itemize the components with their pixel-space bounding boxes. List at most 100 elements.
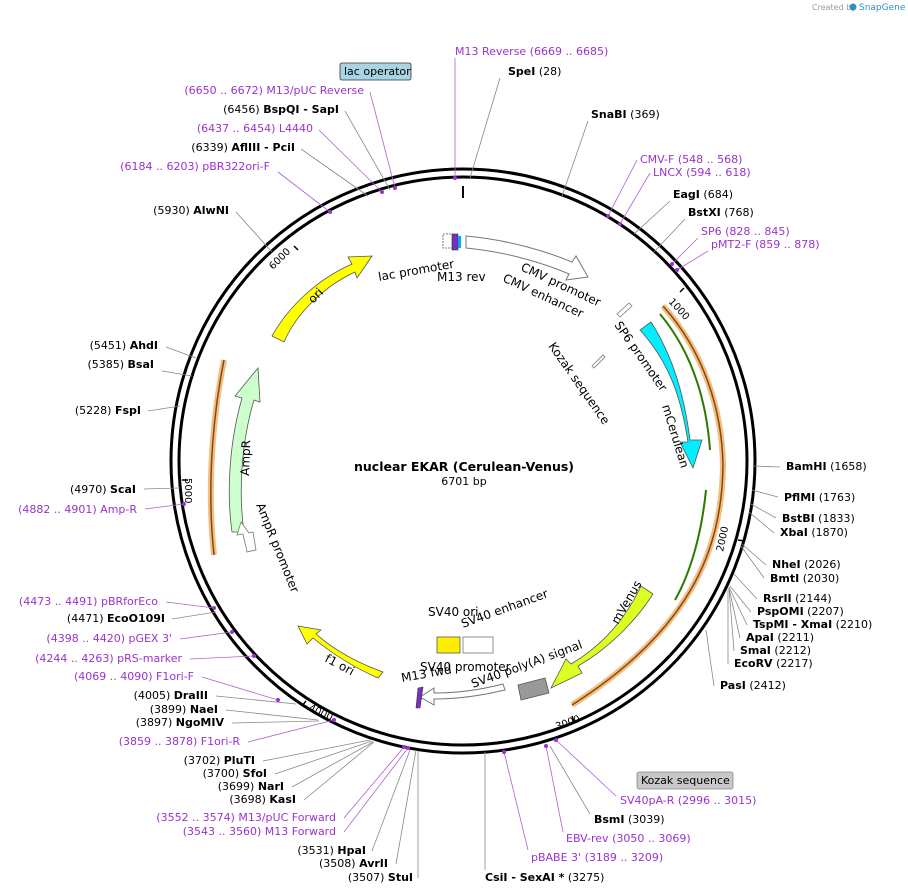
enzyme-site-label[interactable]: (3507) StuI	[348, 871, 413, 884]
sv40-promoter-label: SV40 promoter	[420, 660, 511, 674]
primer-site-label[interactable]: (3859 .. 3878) F1ori-R	[119, 735, 241, 748]
enzyme-site-label[interactable]: (3899) NaeI	[150, 703, 218, 716]
enzyme-site-label[interactable]: BstXI (768)	[688, 206, 754, 219]
site-leader-line	[291, 741, 374, 788]
enzyme-site-label[interactable]: RsrII (2144)	[763, 592, 832, 605]
enzyme-site-label[interactable]: PspOMI (2207)	[757, 605, 844, 618]
primer-site-label[interactable]: (6184 .. 6203) pBR322ori-F	[120, 160, 270, 173]
site-leader-line	[741, 543, 767, 566]
kozak-label: Kozak sequence	[546, 340, 613, 427]
m13-fwd-label: M13 fwd	[400, 662, 453, 685]
primer-site-mark	[276, 698, 280, 702]
site-leader-line	[733, 573, 758, 600]
site-leader-line	[344, 110, 391, 191]
primer-arcs	[207, 304, 727, 708]
sv40-ori-label: SV40 ori	[428, 605, 479, 619]
primer-site-mark	[406, 746, 410, 750]
kozak-mark	[591, 354, 606, 369]
site-leader-line	[728, 586, 748, 626]
kozak-callout[interactable]: Kozak sequence	[636, 771, 734, 790]
primer-site-mark	[502, 750, 506, 754]
tick-2000: 2000	[715, 525, 731, 552]
primer-site-mark	[212, 606, 216, 610]
enzyme-site-label[interactable]: ApaI (2211)	[746, 631, 814, 644]
enzyme-site-label[interactable]: (5385) BsaI	[87, 358, 154, 371]
enzyme-site-label[interactable]: BstBI (1833)	[782, 512, 855, 525]
enzyme-site-label[interactable]: CsiI - SexAI * (3275)	[485, 871, 604, 884]
enzyme-site-label[interactable]: NheI (2026)	[772, 558, 841, 571]
enzyme-site-label[interactable]: (3897) NgoMIV	[136, 716, 225, 729]
site-leader-line	[274, 740, 373, 775]
m13-fwd-mark	[415, 686, 424, 709]
primer-site-mark	[380, 190, 384, 194]
site-leader-line	[171, 611, 217, 620]
enzyme-site-label[interactable]: (6456) BspQI - SapI	[223, 103, 339, 116]
primer-site-label[interactable]: (3543 .. 3560) M13 Forward	[183, 825, 336, 838]
enzyme-site-label[interactable]: (3698) KasI	[229, 793, 296, 806]
m13-rev-mark	[451, 233, 459, 251]
lac-operator-callout[interactable]: lac operator	[339, 62, 412, 81]
enzyme-site-label[interactable]: (3508) AvrII	[319, 857, 388, 870]
enzyme-site-label[interactable]: SmaI (2212)	[740, 644, 811, 657]
primer-site-label[interactable]: (3552 .. 3574) M13/pUC Forward	[156, 811, 336, 824]
site-leader-line	[750, 503, 777, 519]
ampr-promoter-arrow	[236, 521, 257, 553]
site-leader-line	[705, 629, 715, 687]
primer-site-label[interactable]: pBABE 3' (3189 .. 3209)	[531, 851, 663, 864]
backbone	[169, 167, 757, 755]
primer-marks	[182, 176, 679, 754]
enzyme-site-label[interactable]: BamHI (1658)	[786, 460, 867, 473]
site-leader-line	[343, 747, 409, 833]
enzyme-site-label[interactable]: EcoRV (2217)	[734, 657, 813, 670]
leader-lines	[143, 58, 781, 878]
enzyme-site-label[interactable]: SnaBI (369)	[591, 108, 660, 121]
site-leader-line	[561, 120, 589, 197]
primer-site-mark	[393, 186, 397, 190]
primer-site-label[interactable]: (6650 .. 6672) M13/pUC Reverse	[184, 84, 364, 97]
cmv-enhancer-arrow	[465, 235, 589, 281]
primer-site-label[interactable]: (4398 .. 4420) pGEX 3'	[46, 632, 172, 645]
m13-rev-label: M13 rev	[437, 270, 486, 284]
enzyme-site-label[interactable]: (4471) EcoO109I	[67, 612, 165, 625]
primer-site-label[interactable]: (4473 .. 4491) pBRforEco	[19, 595, 158, 608]
primer-site-mark	[670, 262, 674, 266]
primer-site-label[interactable]: LNCX (594 .. 618)	[653, 166, 751, 179]
enzyme-site-label[interactable]: BmtI (2030)	[770, 572, 839, 585]
primer-site-label[interactable]: pMT2-F (859 .. 878)	[711, 238, 820, 251]
site-leader-line	[231, 720, 320, 724]
enzyme-site-label[interactable]: (4005) DraIII	[134, 689, 208, 702]
enzyme-site-label[interactable]: PflMI (1763)	[784, 491, 855, 504]
enzyme-site-label[interactable]: (5228) FspI	[75, 404, 141, 417]
enzyme-site-label[interactable]: (3699) NarI	[218, 780, 284, 793]
site-leader-line	[619, 172, 651, 225]
enzyme-site-label[interactable]: XbaI (1870)	[780, 526, 848, 539]
enzyme-site-label[interactable]: (3700) SfoI	[203, 767, 267, 780]
primer-site-mark	[230, 630, 234, 634]
primer-site-label[interactable]: SV40pA-R (2996 .. 3015)	[620, 794, 756, 807]
enzyme-site-label[interactable]: (6339) AflIII - PciI	[191, 141, 295, 154]
site-leader-line	[262, 739, 371, 762]
enzyme-site-label[interactable]: EagI (684)	[673, 188, 733, 201]
primer-site-label[interactable]: (4069 .. 4090) F1ori-F	[74, 670, 194, 683]
primer-site-mark	[544, 744, 548, 748]
primer-site-mark	[182, 502, 186, 506]
primer-site-label[interactable]: (4882 .. 4901) Amp-R	[18, 503, 137, 516]
enzyme-site-label[interactable]: (5930) AlwNI	[153, 204, 229, 217]
enzyme-site-label[interactable]: (5451) AhdI	[90, 339, 158, 352]
primer-site-label[interactable]: (6437 .. 6454) L4440	[197, 122, 313, 135]
enzyme-site-label[interactable]: PasI (2412)	[720, 679, 786, 692]
primer-site-label[interactable]: SP6 (828 .. 845)	[701, 225, 790, 238]
enzyme-site-label[interactable]: (4970) ScaI	[70, 483, 136, 496]
primer-site-label[interactable]: CMV-F (548 .. 568)	[640, 153, 742, 166]
enzyme-site-label[interactable]: SpeI (28)	[508, 65, 561, 78]
primer-site-label[interactable]: M13 Reverse (6669 .. 6685)	[455, 45, 608, 58]
primer-site-label[interactable]: (4244 .. 4263) pRS-marker	[35, 652, 182, 665]
primer-site-label[interactable]: EBV-rev (3050 .. 3069)	[566, 832, 691, 845]
enzyme-site-label[interactable]: TspMI - XmaI (2210)	[753, 618, 872, 631]
sv40-ori-box	[436, 636, 461, 654]
enzyme-site-label[interactable]: (3702) PluTI	[184, 754, 255, 767]
enzyme-site-label[interactable]: (3531) HpaI	[297, 844, 366, 857]
map-length: 6701 bp	[441, 475, 486, 488]
enzyme-site-label[interactable]: BsmI (3039)	[594, 813, 665, 826]
